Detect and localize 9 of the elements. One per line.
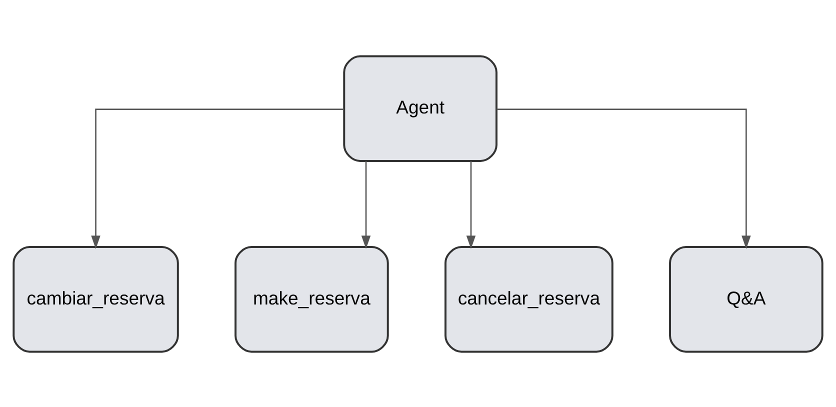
arrow <box>496 108 751 248</box>
node-box: cancelar_reserva <box>444 246 614 352</box>
node-box: cambiar_reserva <box>12 246 179 352</box>
node-box: Q&A <box>669 246 824 352</box>
node-box: Agent <box>343 54 498 162</box>
arrow <box>91 108 344 248</box>
arrow <box>466 160 476 248</box>
arrow <box>361 160 371 248</box>
node-box: make_reserva <box>234 246 389 352</box>
